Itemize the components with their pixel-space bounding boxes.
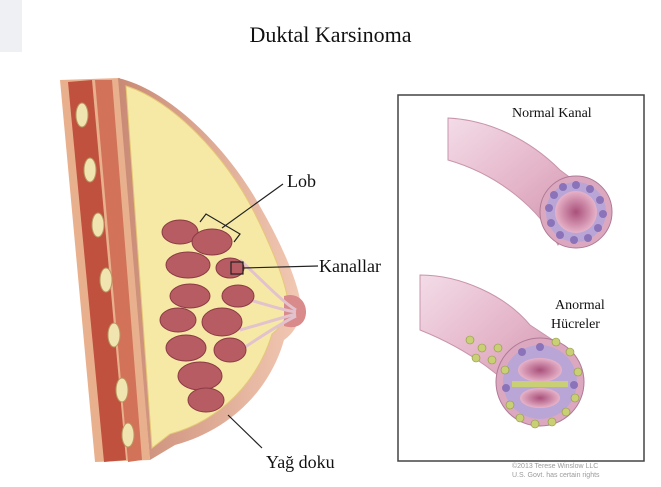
copyright-line-1: ©2013 Terese Winslow LLC [512,462,600,471]
label-hucreler: Hücreler [551,317,600,333]
label-kanallar: Kanallar [319,256,381,277]
diagram-title: Duktal Karsinoma [0,22,661,48]
label-yag-doku: Yağ doku [266,452,335,473]
copyright-line-2: U.S. Govt. has certain rights [512,471,600,480]
label-normal-kanal: Normal Kanal [512,106,592,122]
breast-cross-section [60,78,306,462]
label-anormal: Anormal [555,298,605,314]
copyright-notice: ©2013 Terese Winslow LLC U.S. Govt. has … [512,462,600,480]
inset-panel [398,95,644,461]
label-lob: Lob [287,171,316,192]
